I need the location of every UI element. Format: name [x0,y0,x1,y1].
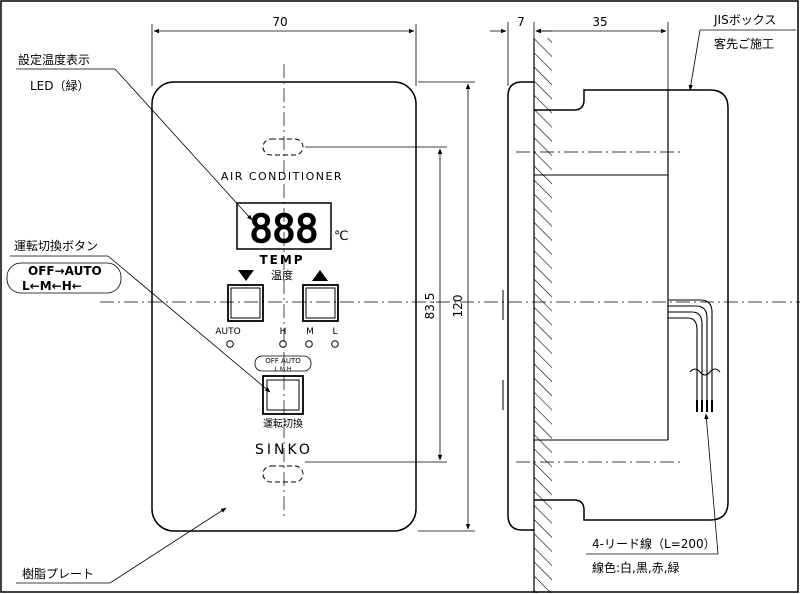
brand-logo-text: SINKO [255,442,313,458]
dim-7-label: 7 [517,15,525,29]
right-callouts: JISボックス 客先ご施工 4-リード線（L=200） 線色:白,黒,赤,緑 [586,13,796,575]
callout-jis-box-1: JISボックス [713,13,776,27]
callout-lead-wire-2: 線色:白,黒,赤,緑 [592,560,680,575]
lead-wire-1 [668,299,713,400]
lead-wire-4 [668,317,698,400]
dim-120-label: 120 [451,295,465,318]
temp-up-button[interactable] [302,284,339,322]
plate-side-profile [507,81,534,531]
mode-cycle-box [6,262,122,294]
lead-wire-2 [668,305,708,400]
front-view: 70 AIR CONDITIONER 888 ℃ TEMP 温度 AUTO [100,15,800,532]
callout-jis-box-2: 客先ご施工 [714,36,774,51]
wall-hatch [534,38,552,593]
led-digits: 888 [250,207,319,251]
dim-835-label: 83.5 [423,293,437,320]
front-plate [151,81,417,532]
temp-label: TEMP [259,253,304,267]
jis-box [534,89,729,521]
mode-button-label: 運転切換 [263,418,303,430]
led-display [236,202,332,250]
temp-label-jp: 温度 [271,268,293,282]
indicator-label-l: L [332,327,337,337]
panel-title: AIR CONDITIONER [221,170,343,183]
side-view: 7 35 [490,15,729,593]
lead-wire-3 [668,311,703,400]
indicator-lamp-m [305,340,313,348]
mode-tag-top: OFF AUTO [265,357,301,365]
left-callouts: 設定温度表示 LED（緑） 運転切換ボタン OFF→AUTO L←M←H← 樹脂… [6,52,271,584]
leader-jis [688,29,701,91]
temp-down-button[interactable] [227,284,264,322]
wire-break-symbol [689,368,721,376]
indicator-lamp-auto [226,340,234,348]
down-arrow-icon [238,270,254,281]
callout-mode-cycle-1: OFF→AUTO [28,264,102,278]
mode-switch-button[interactable] [262,375,304,415]
leader-lead-wire [704,413,719,555]
mode-tag-bottom: L M H [275,366,292,373]
callout-led-title: 設定温度表示 [18,52,90,67]
callout-led-sub: LED（緑） [30,78,90,93]
callout-resin-plate: 樹脂プレート [22,566,94,581]
celsius-unit: ℃ [334,229,349,244]
leader-mode [107,255,271,393]
indicator-lamp-h [279,340,287,348]
leader-resin-plate [16,507,227,584]
leader-led [16,68,253,221]
screw-slot-top [262,138,304,156]
up-arrow-icon [312,270,328,281]
mode-tag [254,355,312,372]
callout-mode-cycle-2: L←M←H← [22,279,82,293]
indicator-label-m: M [306,327,314,337]
dim-70-label: 70 [272,15,287,29]
screw-slot-bottom [262,465,304,483]
indicator-label-h: H [280,327,287,337]
indicator-label-auto: AUTO [215,327,240,337]
indicator-lamp-l [331,340,339,348]
dim-35-label: 35 [592,15,607,29]
callout-mode-button: 運転切換ボタン [14,239,98,253]
callout-lead-wire-1: 4-リード線（L=200） [592,536,716,551]
